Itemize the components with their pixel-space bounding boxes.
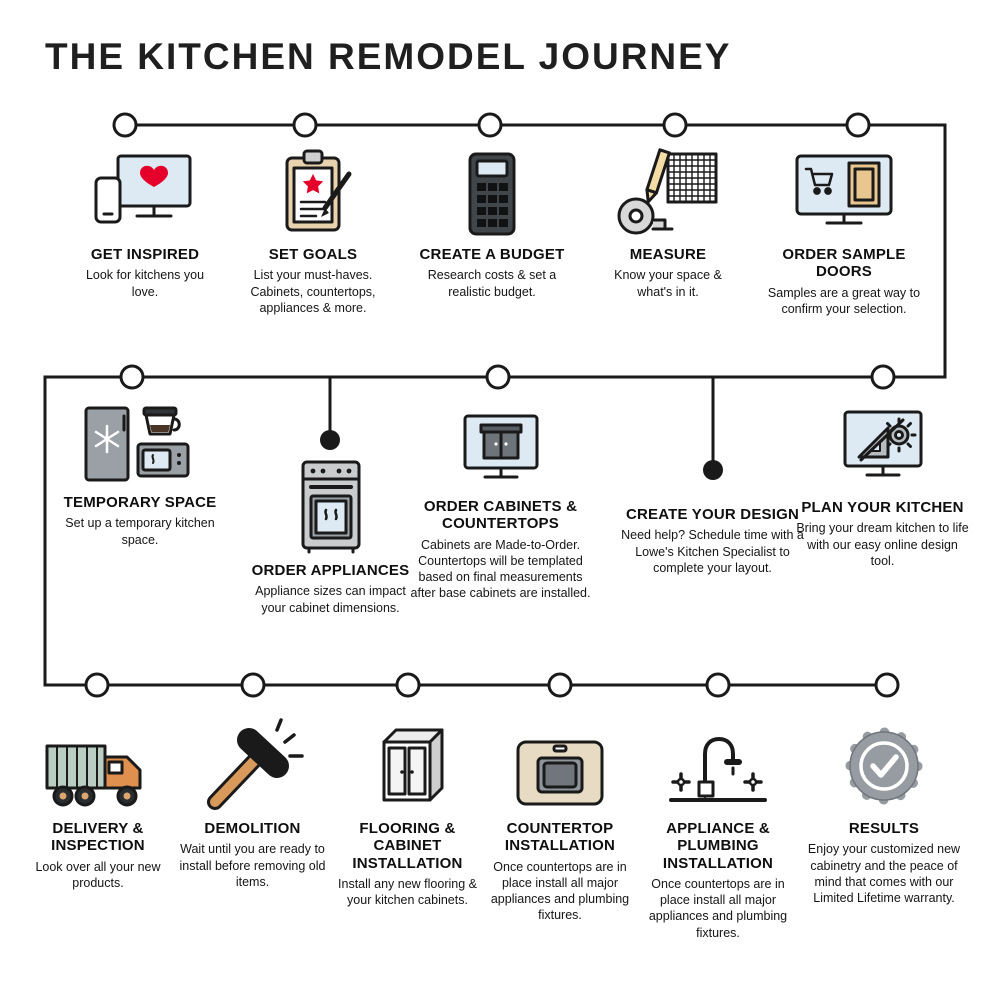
step-order-cabinets-countertops: ORDER CABINETS & COUNTERTOPS Cabinets ar… [408, 410, 593, 602]
step-description: Research costs & set a realistic budget. [427, 268, 557, 299]
step-flooring-cabinet-installation: FLOORING & CABINET INSTALLATION Install … [330, 716, 485, 908]
step-delivery-inspection: DELIVERY & INSPECTION Look over all your… [28, 716, 168, 891]
step-description: Bring your dream kitchen to life with ou… [796, 521, 969, 568]
step-description: Appliance sizes can impact your cabinet … [255, 584, 406, 615]
step-title: TEMPORARY SPACE [63, 494, 217, 511]
step-title: GET INSPIRED [90, 246, 200, 263]
step-title: FLOORING & CABINET INSTALLATION [352, 820, 463, 872]
monitor-heart-icon [75, 148, 215, 238]
clipboard-star-icon [238, 146, 388, 238]
step-title: CREATE YOUR DESIGN [625, 506, 800, 523]
step-description: List your must-haves. Cabinets, countert… [250, 268, 376, 315]
step-description: Wait until you are ready to install befo… [179, 842, 326, 889]
step-order-appliances: ORDER APPLIANCES Appliance sizes can imp… [248, 456, 413, 616]
step-create-your-design: CREATE YOUR DESIGN Need help? Schedule t… [620, 498, 805, 576]
step-description: Samples are a great way to confirm your … [767, 285, 921, 316]
step-description: Need help? Schedule time with a Lowe's K… [621, 528, 804, 575]
step-create-a-budget: CREATE A BUDGET Research costs & set a r… [412, 148, 572, 300]
step-title: COUNTERTOP INSTALLATION [504, 820, 616, 855]
range-oven-icon [248, 456, 413, 554]
step-title: ORDER CABINETS & COUNTERTOPS [423, 498, 578, 533]
step-description: Look for kitchens you love. [85, 268, 205, 299]
faucet-icon [642, 714, 794, 812]
step-demolition: DEMOLITION Wait until you are ready to i… [175, 714, 330, 890]
step-title: ORDER APPLIANCES [251, 562, 410, 579]
step-description: Once countertops are in place install al… [648, 876, 788, 940]
tape-measure-grid-icon [598, 148, 738, 238]
sledgehammer-icon [175, 714, 330, 812]
monitor-cabinet-icon [408, 410, 593, 490]
step-order-sample-doors: ORDER SAMPLE DOORS Samples are a great w… [755, 148, 933, 317]
step-get-inspired: GET INSPIRED Look for kitchens you love. [75, 148, 215, 300]
base-cabinet-icon [330, 716, 485, 812]
step-title: DEMOLITION [204, 820, 301, 837]
delivery-truck-icon [28, 716, 168, 812]
page-title: THE KITCHEN REMODEL JOURNEY [45, 36, 732, 77]
step-plan-your-kitchen: PLAN YOUR KITCHEN Bring your dream kitch… [795, 406, 970, 569]
step-title: DELIVERY & INSPECTION [51, 820, 145, 855]
calculator-icon [412, 148, 572, 238]
fridge-coffee-microwave-icon [60, 398, 220, 486]
step-temporary-space: TEMPORARY SPACE Set up a temporary kitch… [60, 398, 220, 548]
filled-node-icon [320, 430, 340, 450]
step-description: Enjoy your customized new cabinetry and … [807, 842, 961, 905]
step-title: PLAN YOUR KITCHEN [801, 499, 964, 516]
step-description: Once countertops are in place install al… [490, 859, 630, 923]
step-title: SET GOALS [268, 246, 358, 263]
step-description: Look over all your new products. [35, 859, 161, 890]
step-title: RESULTS [848, 820, 920, 837]
step-description: Cabinets are Made-to-Order. Countertops … [410, 537, 591, 601]
countertop-sink-icon [485, 716, 635, 812]
warranty-badge-icon [805, 716, 963, 812]
step-title: MEASURE [629, 246, 707, 263]
step-set-goals: SET GOALS List your must-haves. Cabinets… [238, 146, 388, 316]
step-measure: MEASURE Know your space & what's in it. [598, 148, 738, 300]
step-results: RESULTS Enjoy your customized new cabine… [805, 716, 963, 906]
step-description: Install any new flooring & your kitchen … [338, 876, 477, 907]
step-countertop-installation: COUNTERTOP INSTALLATION Once countertops… [485, 716, 635, 924]
step-appliance-plumbing-installation: APPLIANCE & PLUMBING INSTALLATION Once c… [642, 714, 794, 941]
step-description: Know your space & what's in it. [614, 268, 722, 299]
step-title: CREATE A BUDGET [419, 246, 565, 263]
step-description: Set up a temporary kitchen space. [65, 516, 215, 547]
monitor-design-tools-icon [795, 406, 970, 491]
step-title: APPLIANCE & PLUMBING INSTALLATION [662, 820, 774, 872]
filled-node-icon [703, 460, 723, 480]
step-title: ORDER SAMPLE DOORS [782, 246, 906, 281]
monitor-cart-door-icon [755, 148, 933, 238]
